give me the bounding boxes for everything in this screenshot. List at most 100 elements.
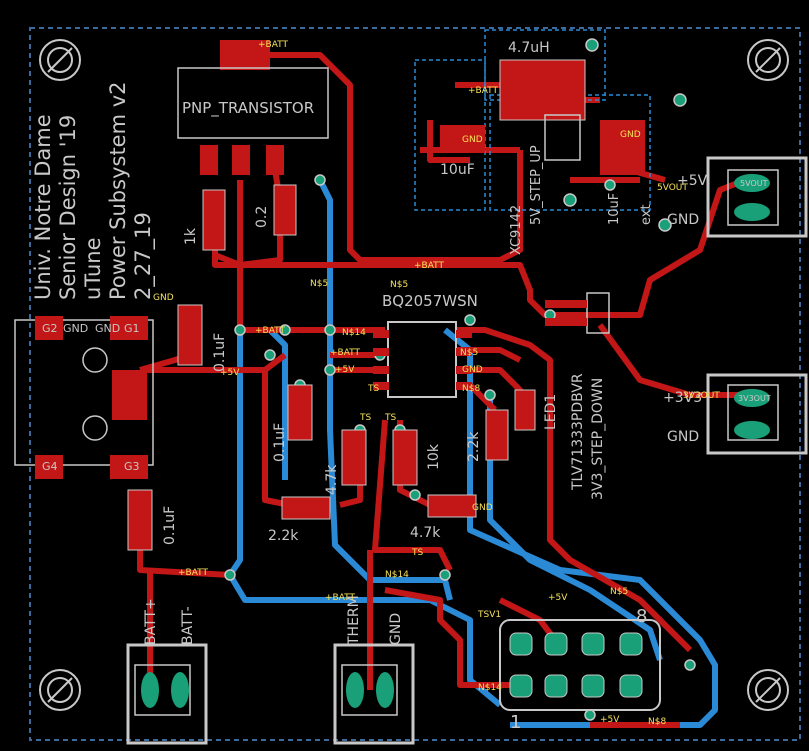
net-batt-1: +BATT [258,40,289,50]
resistor-2.2k-bottom: 2.2k [268,496,331,544]
net-3v3out: 3V3OUT [683,391,720,401]
boost-ic-label: XC9142 [509,205,524,255]
r47k-vert-label: 4.7k [324,464,340,495]
top-copper-traces [137,52,747,728]
cap-10uF-right-label: 10uF [607,193,622,225]
cap-bottom-label: 0.1uF [162,506,178,545]
net-n5-2: N$5 [390,280,408,290]
net-5v-2: +5V [335,365,355,375]
net-n5-3: N$5 [460,348,478,358]
boost-inductor-label: 4.7uH [508,40,550,56]
usb-g4: G4 [42,460,58,473]
terminal-battery: BATT+ BATT- [126,598,208,745]
net-ts-2: TS [359,413,371,423]
resistor-10k: 10k [392,429,442,486]
net-ts-3: TS [384,413,396,423]
net-tsv1: TSV1 [477,610,501,620]
usb-connector: G2 GND GND G1 G4 G3 [14,316,154,479]
resistor-4.7k-vertical: 4.7k [324,429,367,495]
capacitor-0.1uF-bottom: 0.1uF [127,489,178,551]
mounting-hole [747,669,789,711]
usb-gnd-1: GND [63,322,88,335]
net-batt-2: +BATT [468,86,499,96]
net-5v-4: +5V [600,715,620,725]
mounting-hole [39,669,81,711]
board-title: Univ. Notre Dame Senior Design '19 uTune… [31,81,156,300]
resistor-1k-label: 1k [183,227,199,245]
net-n8-1: N$8 [462,384,480,394]
terminal-3v3: 3V3OUT +3V3 GND [663,373,808,455]
led: LED1 [514,389,559,431]
cap-10uF-left-label: 10uF [440,162,475,178]
title-line-3: uTune [81,238,105,301]
net-batt-4: +BATT [330,348,361,358]
terminal-5v-gnd: GND [667,212,699,228]
usb-g2: G2 [42,322,58,335]
net-batt-5: +BATT [255,326,286,336]
usb-g3: G3 [124,460,140,473]
r22k-right-label: 2.2k [466,431,482,462]
boost-name-label: 5V_STEP_UP [529,145,544,225]
r10k-label: 10k [426,443,442,470]
header-8pin: 1 8 [499,606,661,733]
header-pin1-label: 1 [510,712,521,733]
pnp-label: PNP_TRANSISTOR [182,99,314,118]
net-n8-2: N$8 [648,717,666,727]
net-gnd-1: GND [462,365,483,375]
pnp-transistor: PNP_TRANSISTOR [177,40,329,175]
mounting-hole [747,39,789,81]
net-n5-1: N$5 [310,279,328,289]
resistor-4.7k-bottom: 4.7k [410,494,477,541]
net-n5-4: N$5 [610,587,628,597]
cap-ext-label: ext [639,204,654,225]
net-batt-6: +BATT [178,568,209,578]
led-label: LED1 [543,394,559,430]
r47k-bottom-label: 4.7k [410,525,441,541]
regulator-name: 3V3_STEP_DOWN [590,378,606,500]
pad-5vout: 5VOUT [740,179,768,188]
boost-converter: 4.7uH 10uF XC9142 5V_STEP_UP 10uF ext [440,40,654,255]
title-line-1: Univ. Notre Dame [31,114,55,300]
net-gnd-5: GND [462,135,483,145]
terminal-3v3-gnd: GND [667,429,699,445]
terminal-3v3-label: +3V3 [663,390,702,406]
mounting-hole [39,39,81,81]
batt-plus-label: BATT+ [143,598,159,645]
title-line-4: Power Subsystem v2 [106,81,130,300]
resistor-0.2-label: 0.2 [254,206,270,228]
net-ts-1: TS [367,384,379,394]
cap-left-label: 0.1uF [212,333,228,372]
usb-g1: G1 [124,322,140,335]
net-gnd-2: GND [472,503,493,513]
terminal-5v: 5VOUT +5V GND [667,156,808,238]
resistor-1k: 1k [183,189,226,251]
net-batt-3: +BATT [414,261,445,271]
charger-ic: BQ2057WSN [373,292,478,398]
resistor-2.2k-right: 2.2k [466,409,509,462]
board-outline [29,27,801,741]
net-5v-3: +5V [548,593,568,603]
title-line-2: Senior Design '19 [56,115,80,300]
net-5v-1: +5V [220,368,240,378]
therm-gnd-label: GND [388,613,404,645]
cap-mid-label: 0.1uF [272,423,288,462]
batt-minus-label: BATT- [180,606,196,645]
net-batt-7: +BATT [325,593,356,603]
net-5vout: 5VOUT [657,183,688,193]
charger-ic-label: BQ2057WSN [382,292,478,310]
header-pin8-label: 8 [636,606,647,627]
usb-gnd-2: GND [95,322,120,335]
regulator-part: TLV71333PDBVR [570,373,586,491]
capacitor-0.1uF-mid: 0.1uF [272,384,313,462]
net-ts-4: TS [411,548,423,558]
terminal-therm: THERM GND [333,595,415,745]
net-gnd-4: GND [620,130,641,140]
title-line-5: 2_27_19 [131,212,156,300]
net-n14-3: N$14 [478,683,502,693]
capacitor-0.1uF-left: 0.1uF [177,304,228,372]
net-n14-2: N$14 [385,570,409,580]
regulator-3v3: TLV71333PDBVR 3V3_STEP_DOWN [545,292,610,500]
therm-label: THERM [346,595,362,646]
net-gnd-3: GND [153,293,174,303]
